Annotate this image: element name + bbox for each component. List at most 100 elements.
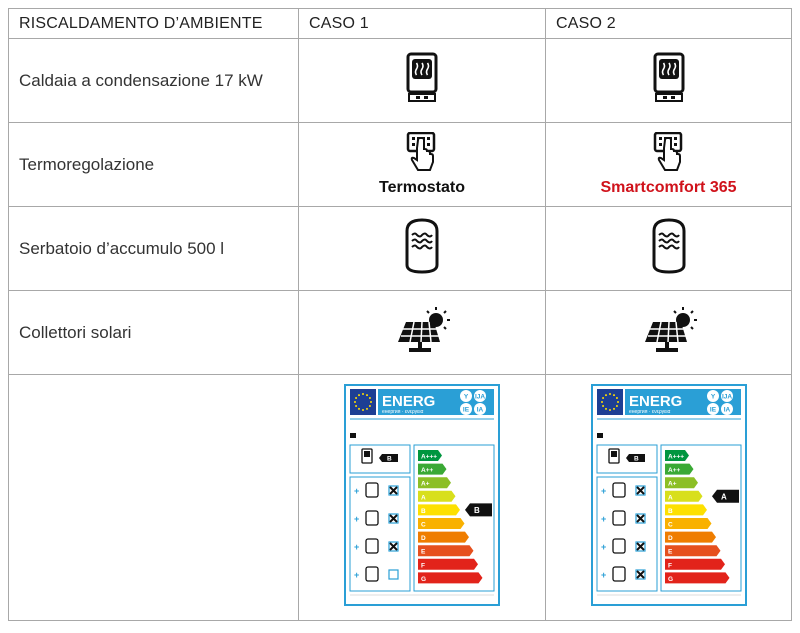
check-box	[388, 569, 399, 580]
energy-subtitle-text: енергия · ενεργεια	[629, 409, 671, 415]
thermostat-keypad-icon	[611, 538, 626, 554]
package-class-text: B	[474, 506, 480, 515]
energy-class-bar	[664, 504, 707, 516]
plus-sign: +	[354, 514, 359, 524]
solar-panel-icon	[644, 307, 697, 352]
energy-subtitle-text: енергия · ενεργεια	[382, 409, 424, 415]
eu-flag-icon	[350, 389, 376, 415]
eu-flag-icon	[596, 389, 623, 415]
check-mark-icon	[389, 486, 398, 495]
energy-class-label: A	[668, 494, 673, 501]
plus-sign: +	[601, 486, 606, 496]
eu-star	[362, 409, 364, 411]
check-mark-icon	[389, 542, 398, 551]
case1-solar-cell	[298, 290, 546, 375]
energy-class-label: B	[668, 508, 673, 515]
package-class-arrow	[711, 489, 739, 503]
solar-panel-icon	[398, 307, 450, 352]
header-col-system: RISCALDAMENTO D’AMBIENTE	[8, 8, 299, 39]
check-mark-icon	[635, 570, 645, 579]
energy-class-label: A++	[668, 467, 680, 474]
energy-class-label: A+++	[668, 454, 684, 461]
accessories-box	[349, 476, 411, 592]
energy-class-label: A+	[668, 481, 677, 488]
eu-star	[601, 397, 604, 399]
eu-star	[608, 393, 611, 395]
row-label-storage-tank: Serbatoio d’accumulo 500 l	[8, 206, 299, 291]
plus-sign: +	[601, 570, 606, 580]
water-tank-icon	[405, 218, 439, 274]
energy-badge	[474, 403, 486, 415]
row-label-boiler: Caldaia a condensazione 17 kW	[8, 38, 299, 123]
water-tank-icon	[652, 218, 685, 274]
case2-solar-cell	[545, 290, 792, 375]
energy-class-bar	[664, 545, 720, 557]
eu-star	[358, 394, 360, 397]
boiler-icon	[653, 52, 684, 102]
thermostat-keypad-icon	[653, 132, 682, 171]
heating-comparison-table: RISCALDAMENTO D’AMBIENTE CASO 1 CASO 2 C…	[8, 8, 792, 621]
energy-class-label: E	[668, 549, 673, 556]
case2-thermostat-caption: Smartcomfort 365	[600, 179, 737, 196]
energy-class-bar	[664, 490, 702, 502]
energy-class-bar	[418, 531, 469, 543]
energy-badge-text: Y	[464, 394, 469, 401]
energy-class-bar	[418, 572, 483, 584]
plus-sign: +	[354, 570, 359, 580]
case1-tank-cell	[298, 206, 546, 291]
eu-star	[355, 397, 358, 399]
energy-class-bar	[664, 477, 698, 489]
check-mark-icon	[635, 542, 645, 551]
energy-class-label: D	[421, 535, 426, 542]
energy-class-bar	[664, 531, 716, 543]
water-tank-icon	[611, 510, 626, 526]
component-class-arrow	[379, 454, 398, 462]
eu-star	[366, 394, 368, 397]
energy-badge-text: IJA	[721, 394, 731, 401]
energy-class-label: A	[421, 494, 426, 501]
check-mark-icon	[635, 486, 645, 495]
energy-class-bar	[418, 477, 451, 489]
eu-star	[615, 405, 618, 407]
plus-sign: +	[601, 542, 606, 552]
eu-star	[358, 407, 360, 410]
case1-thermostat-caption: Termostato	[379, 179, 465, 196]
energy-class-bar	[418, 490, 456, 502]
energy-class-bar	[664, 572, 729, 584]
table-row: Termoregolazione Termostato S	[8, 122, 792, 207]
component-class-text: B	[634, 456, 639, 463]
energy-class-bar	[418, 463, 447, 475]
check-mark-icon	[389, 514, 398, 523]
water-tank-icon	[365, 510, 379, 526]
energy-class-label: A+	[421, 481, 430, 488]
boiler-icon	[365, 566, 379, 582]
boiler-icon	[611, 566, 626, 582]
component-class-text: B	[387, 456, 392, 463]
eu-star	[362, 393, 364, 395]
empty-label-cell	[8, 374, 299, 621]
energy-class-label: G	[421, 576, 426, 583]
boiler-icon-screen	[610, 451, 617, 457]
eu-star	[354, 401, 356, 403]
energy-class-label: F	[668, 562, 672, 569]
energy-badge-text: IE	[709, 407, 716, 414]
energy-badge	[720, 390, 733, 402]
energy-class-label: C	[421, 522, 426, 529]
energy-class-bar	[418, 558, 478, 570]
energy-badge-text: IJA	[475, 394, 485, 401]
energy-badge	[460, 403, 472, 415]
eu-star	[608, 409, 611, 411]
energy-badge	[474, 390, 486, 402]
energy-class-bar	[418, 450, 442, 461]
eu-star	[604, 394, 607, 397]
boiler-icon	[406, 52, 438, 102]
eu-star	[366, 407, 368, 410]
plus-sign: +	[354, 542, 359, 552]
energy-brand-text: ENERG	[629, 393, 682, 410]
case1-boiler-cell	[298, 38, 546, 123]
energy-class-label: E	[421, 549, 426, 556]
energy-class-bar	[664, 518, 711, 529]
